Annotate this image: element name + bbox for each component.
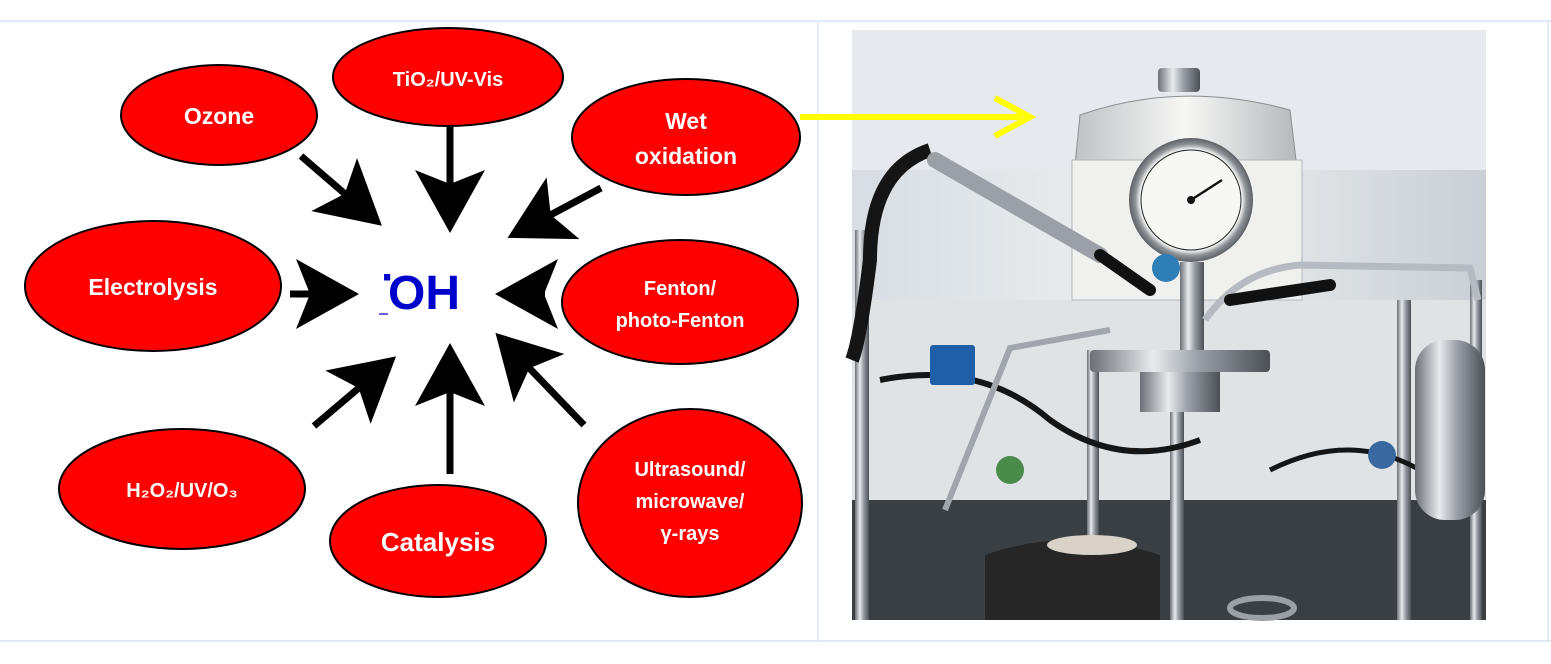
source-h2o2: H₂O₂/UV/O₃ xyxy=(58,428,306,550)
bent-rod xyxy=(942,327,1111,512)
cap-knob xyxy=(1158,68,1200,92)
source-tio2: TiO₂/UV-Vis xyxy=(332,27,564,127)
ellipse-fenton xyxy=(561,239,799,365)
center-oh-label: · OH xyxy=(379,253,460,320)
label-fenton-line1: Fenton/ xyxy=(644,278,717,300)
photo-bench-shadow xyxy=(852,480,1486,620)
label-ultrasound-line3: γ-rays xyxy=(661,523,720,545)
black-hose-left xyxy=(845,143,933,363)
ellipse-electrolysis xyxy=(24,220,282,352)
black-handle-right xyxy=(1224,279,1336,306)
radical-dot: · xyxy=(381,253,396,302)
black-hose-right xyxy=(1268,447,1422,473)
yellow-arrow-head xyxy=(993,95,1037,139)
arrow-from-ozone xyxy=(298,153,382,226)
blue-knob xyxy=(1152,254,1180,282)
label-ultrasound-line2: microwave/ xyxy=(636,491,745,513)
label-electrolysis: Electrolysis xyxy=(88,274,217,300)
source-ozone: Ozone xyxy=(120,64,318,166)
label-catalysis: Catalysis xyxy=(381,527,495,557)
ellipse-catalysis xyxy=(329,484,547,598)
reactor-vessel xyxy=(1140,372,1220,412)
label-wet-oxidation-line2: oxidation xyxy=(635,143,737,169)
heating-mantle-mesh xyxy=(1047,535,1137,555)
source-ultrasound: Ultrasound/ microwave/ γ-rays xyxy=(577,408,803,598)
arrow-from-h2o2 xyxy=(311,356,397,429)
black-handle-left xyxy=(1094,249,1156,296)
reactor-photo xyxy=(845,30,1486,621)
gauge-needle xyxy=(1190,178,1223,202)
steel-line-right xyxy=(1202,261,1482,323)
label-fenton-line2: photo-Fenton xyxy=(616,310,745,332)
yellow-pointer-arrow xyxy=(800,95,1037,139)
gauge-hub xyxy=(1187,196,1195,204)
steel-arm-left xyxy=(927,152,1108,263)
reactor-cap xyxy=(1074,95,1297,166)
sample-cylinder xyxy=(1415,340,1485,520)
heating-mantle xyxy=(985,540,1160,620)
floor-fitting-left xyxy=(996,456,1024,484)
reactor-flange xyxy=(1090,350,1270,372)
floor-fitting-right xyxy=(1368,441,1396,469)
arrows xyxy=(290,127,603,474)
clamp-fitting xyxy=(1227,595,1297,621)
ellipse-ultrasound xyxy=(577,408,803,598)
ellipse-ozone xyxy=(120,64,318,166)
label-h2o2: H₂O₂/UV/O₃ xyxy=(126,480,237,502)
label-ozone: Ozone xyxy=(184,103,254,129)
label-tio2: TiO₂/UV-Vis xyxy=(393,69,503,91)
arrow-from-wet-oxidation xyxy=(507,177,603,240)
source-electrolysis: Electrolysis xyxy=(24,220,282,352)
oh-text: OH xyxy=(388,267,460,320)
blue-junction-box xyxy=(930,345,975,385)
label-wet-oxidation-line1: Wet xyxy=(665,108,707,134)
source-wet-oxidation: Wet oxidation xyxy=(571,78,801,196)
ellipse-tio2 xyxy=(332,27,564,127)
source-catalysis: Catalysis xyxy=(329,484,547,598)
dip-tube xyxy=(1170,412,1184,620)
ellipse-wet-oxidation xyxy=(571,78,801,196)
ellipse-h2o2 xyxy=(58,428,306,550)
source-fenton: Fenton/ photo-Fenton xyxy=(561,239,799,365)
label-ultrasound-line1: Ultrasound/ xyxy=(634,459,746,481)
arrow-from-ultrasound xyxy=(495,332,587,428)
